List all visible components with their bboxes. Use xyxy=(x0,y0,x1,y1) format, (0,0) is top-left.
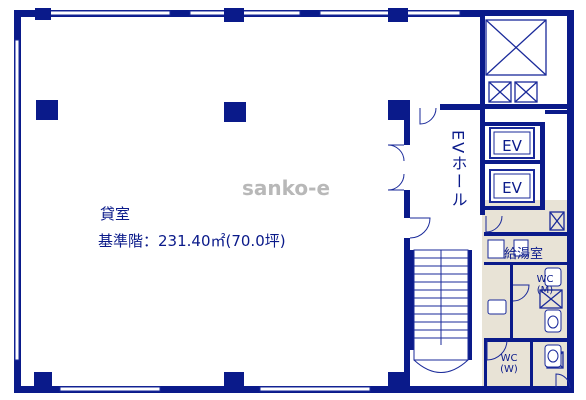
toilet-m xyxy=(544,267,562,287)
wc-w-label-top: WC xyxy=(501,353,518,364)
wc-w-label-bottom: (W) xyxy=(500,364,518,375)
fixtures xyxy=(487,239,562,368)
floor-area-label: 基準階：231.40㎡(70.0坪) xyxy=(98,232,286,250)
interior-walls xyxy=(404,16,568,388)
shaft-large xyxy=(485,19,547,76)
wc-sink xyxy=(487,299,507,315)
shaft-small-3 xyxy=(549,211,565,231)
kitchenette-label: 給湯室 xyxy=(504,246,543,262)
shaft-small-5 xyxy=(539,289,563,309)
elevator-car-2 xyxy=(489,169,535,203)
staircase xyxy=(413,249,469,373)
windows xyxy=(14,10,461,392)
wc-m-label-bottom: (M) xyxy=(537,285,554,296)
wc-m-label-top: WC xyxy=(537,274,554,285)
elevator-car-1 xyxy=(489,127,535,159)
elevators xyxy=(489,127,535,203)
shaft-small-1 xyxy=(488,81,512,103)
watermark: sanko-e xyxy=(242,176,330,200)
ev-2-label: EV xyxy=(502,179,522,197)
shaft-small-2 xyxy=(514,81,538,103)
room-name-label: 貸室 xyxy=(100,205,130,223)
doors xyxy=(387,107,571,389)
kitchen-sink xyxy=(487,239,505,259)
shafts xyxy=(485,19,565,369)
ev-hall-label: EVホール xyxy=(449,130,468,209)
ev-1-label: EV xyxy=(502,137,522,155)
columns xyxy=(34,8,410,390)
